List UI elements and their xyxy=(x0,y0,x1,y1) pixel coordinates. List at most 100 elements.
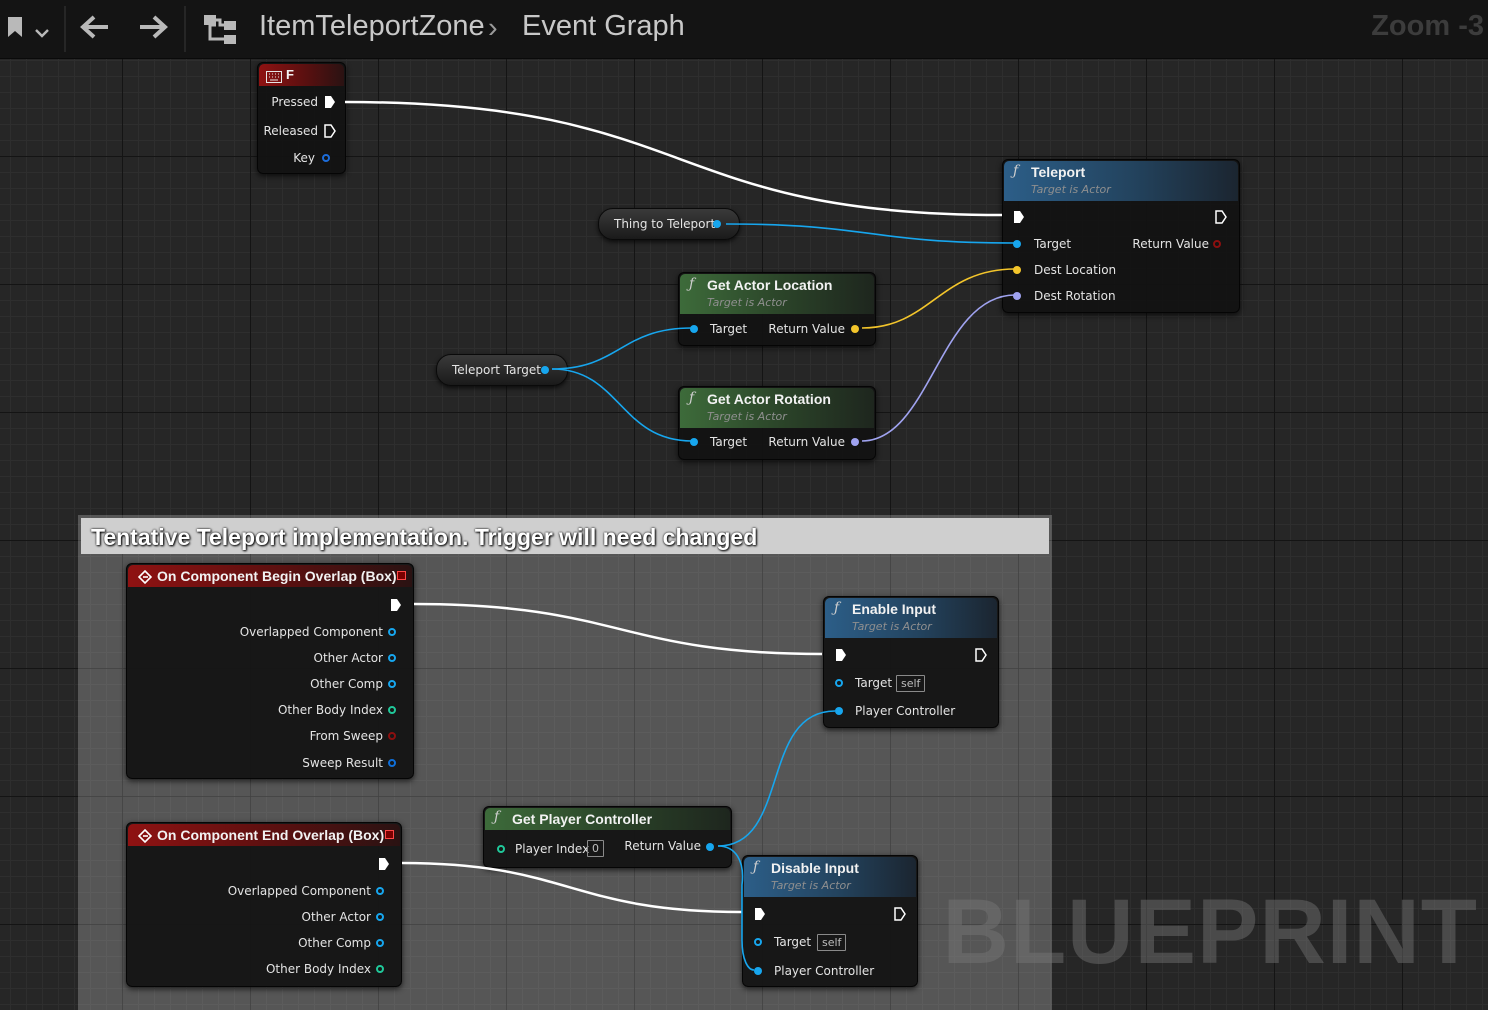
event-icon xyxy=(137,828,153,847)
pin-other-body-index[interactable] xyxy=(376,965,384,973)
pin-label-target: Target xyxy=(710,322,748,336)
delegate-pin[interactable] xyxy=(385,830,394,839)
begin-overlap-event-node[interactable]: On Component Begin Overlap (Box) Overlap… xyxy=(126,563,414,779)
get-player-controller-node[interactable]: ƒ Get Player Controller Player Index 0 R… xyxy=(483,806,732,868)
node-subtitle: Target is Actor xyxy=(707,296,787,309)
node-subtitle: Target is Actor xyxy=(1031,183,1111,196)
teleport-target-variable[interactable]: Teleport Target xyxy=(436,354,568,386)
pin-other-comp[interactable] xyxy=(388,680,396,688)
node-title: Disable Input xyxy=(771,860,859,876)
chevron-down-icon[interactable] xyxy=(34,16,50,50)
breadcrumb-current: Event Graph xyxy=(522,10,685,42)
node-subtitle: Target is Actor xyxy=(852,620,932,633)
pin-label-dest-rotation: Dest Rotation xyxy=(1034,289,1116,303)
pin-player-index[interactable] xyxy=(497,845,505,853)
pin-label-other-comp: Other Comp xyxy=(310,677,383,691)
breadcrumb-root[interactable]: ItemTeleportZone xyxy=(259,10,485,42)
exec-pin-out[interactable] xyxy=(894,907,906,921)
exec-pin-in[interactable] xyxy=(1013,210,1025,224)
pin-other-body-index[interactable] xyxy=(388,706,396,714)
pin-target[interactable] xyxy=(690,325,698,333)
pin-return-value[interactable] xyxy=(1213,240,1221,248)
pin-label-target: Target xyxy=(710,435,748,449)
wire-target-location xyxy=(551,327,693,370)
exec-pin-in[interactable] xyxy=(835,648,847,662)
pin-label-return-value: Return Value xyxy=(768,322,845,336)
wire-exec-pressed-teleport xyxy=(344,100,1003,217)
get-actor-location-node[interactable]: ƒ Get Actor Location Target is Actor Tar… xyxy=(678,272,876,346)
wire-location-dest xyxy=(861,268,1016,329)
player-index-value[interactable]: 0 xyxy=(587,840,604,857)
pin-label-player-index: Player Index xyxy=(515,842,590,856)
pin-target[interactable] xyxy=(690,438,698,446)
delegate-pin[interactable] xyxy=(397,571,406,580)
node-title: On Component Begin Overlap (Box) xyxy=(157,568,397,584)
wire-thing-teleport-target xyxy=(725,223,1016,244)
get-actor-rotation-node[interactable]: ƒ Get Actor Rotation Target is Actor Tar… xyxy=(678,386,876,460)
pin-sweep-result[interactable] xyxy=(388,759,396,767)
pin-variable-out[interactable] xyxy=(541,366,549,374)
node-title: Get Actor Rotation xyxy=(707,391,831,407)
pin-label-other-actor: Other Actor xyxy=(313,651,383,665)
input-key-f-node[interactable]: F Pressed Released Key xyxy=(257,62,346,174)
pin-return-value[interactable] xyxy=(851,438,859,446)
pin-label-other-body-index: Other Body Index xyxy=(265,962,371,976)
pin-other-actor[interactable] xyxy=(388,654,396,662)
function-icon: ƒ xyxy=(834,600,840,616)
pin-label-return-value: Return Value xyxy=(768,435,845,449)
target-default-value[interactable]: self xyxy=(896,675,926,692)
pin-player-controller[interactable] xyxy=(754,967,762,975)
target-default-value[interactable]: self xyxy=(817,934,847,951)
pin-key[interactable] xyxy=(322,154,330,162)
function-icon: ƒ xyxy=(689,276,695,292)
pin-label-sweep-result: Sweep Result xyxy=(302,756,383,770)
exec-pin-released[interactable] xyxy=(324,124,336,138)
pin-player-controller[interactable] xyxy=(835,707,843,715)
variable-label: Thing to Teleport xyxy=(614,217,716,231)
pin-return-value[interactable] xyxy=(851,325,859,333)
pin-label-from-sweep: From Sweep xyxy=(309,729,383,743)
pin-return-value[interactable] xyxy=(706,843,714,851)
exec-pin-out[interactable] xyxy=(378,857,390,871)
exec-pin-pressed[interactable] xyxy=(324,95,336,109)
pin-target[interactable] xyxy=(754,938,762,946)
pin-other-actor[interactable] xyxy=(376,913,384,921)
teleport-node[interactable]: ƒ Teleport Target is Actor Target Return… xyxy=(1002,159,1240,313)
pin-label-return-value: Return Value xyxy=(1132,237,1209,251)
zoom-level: Zoom -3 xyxy=(1371,10,1484,42)
pin-label-target: Target xyxy=(774,935,812,949)
pin-label-released: Released xyxy=(263,124,318,138)
pin-dest-location[interactable] xyxy=(1013,266,1021,274)
exec-pin-out[interactable] xyxy=(1215,210,1227,224)
graph-hierarchy-icon[interactable] xyxy=(202,13,238,54)
disable-input-node[interactable]: ƒ Disable Input Target is Actor Target s… xyxy=(742,855,918,987)
pin-overlapped-component[interactable] xyxy=(388,628,396,636)
thing-to-teleport-variable[interactable]: Thing to Teleport xyxy=(598,208,740,240)
pin-overlapped-component[interactable] xyxy=(376,887,384,895)
event-icon xyxy=(137,569,153,588)
forward-arrow-icon[interactable] xyxy=(138,14,168,49)
end-overlap-event-node[interactable]: On Component End Overlap (Box) Overlappe… xyxy=(126,822,402,987)
bookmark-icon[interactable] xyxy=(6,14,24,48)
pin-label-target: Target xyxy=(855,676,893,690)
pin-label-overlapped-component: Overlapped Component xyxy=(239,625,383,639)
enable-input-node[interactable]: ƒ Enable Input Target is Actor Target se… xyxy=(823,596,999,728)
function-icon: ƒ xyxy=(1013,163,1019,179)
pin-target[interactable] xyxy=(1013,240,1021,248)
pin-from-sweep[interactable] xyxy=(388,732,396,740)
function-icon: ƒ xyxy=(753,859,759,875)
pin-variable-out[interactable] xyxy=(713,220,721,228)
node-title: On Component End Overlap (Box) xyxy=(157,827,385,843)
node-title: Enable Input xyxy=(852,601,936,617)
pin-target[interactable] xyxy=(835,679,843,687)
node-subtitle: Target is Actor xyxy=(771,879,851,892)
exec-pin-out[interactable] xyxy=(390,598,402,612)
pin-other-comp[interactable] xyxy=(376,939,384,947)
comment-title[interactable]: Tentative Teleport implementation. Trigg… xyxy=(81,518,1049,554)
exec-pin-out[interactable] xyxy=(975,648,987,662)
node-subtitle: Target is Actor xyxy=(707,410,787,423)
back-arrow-icon[interactable] xyxy=(80,14,110,49)
exec-pin-in[interactable] xyxy=(754,907,766,921)
wire-rotation-dest xyxy=(861,294,1016,442)
pin-dest-rotation[interactable] xyxy=(1013,292,1021,300)
